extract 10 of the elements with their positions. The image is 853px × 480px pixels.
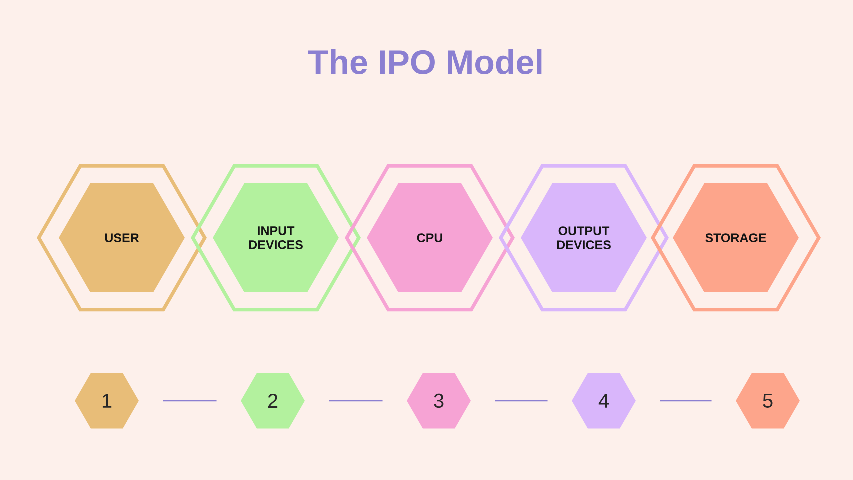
number-hexagon: 2 <box>241 373 305 429</box>
title: The IPO Model <box>308 50 542 74</box>
connector-line <box>329 400 383 402</box>
connector-line <box>660 400 712 402</box>
number-hexagon: 3 <box>407 373 471 429</box>
connector-line <box>495 400 548 402</box>
connector-line <box>163 400 217 402</box>
number-hexagon: 5 <box>736 373 800 429</box>
number-hexagon: 1 <box>75 373 139 429</box>
number-hexagon: 4 <box>572 373 636 429</box>
